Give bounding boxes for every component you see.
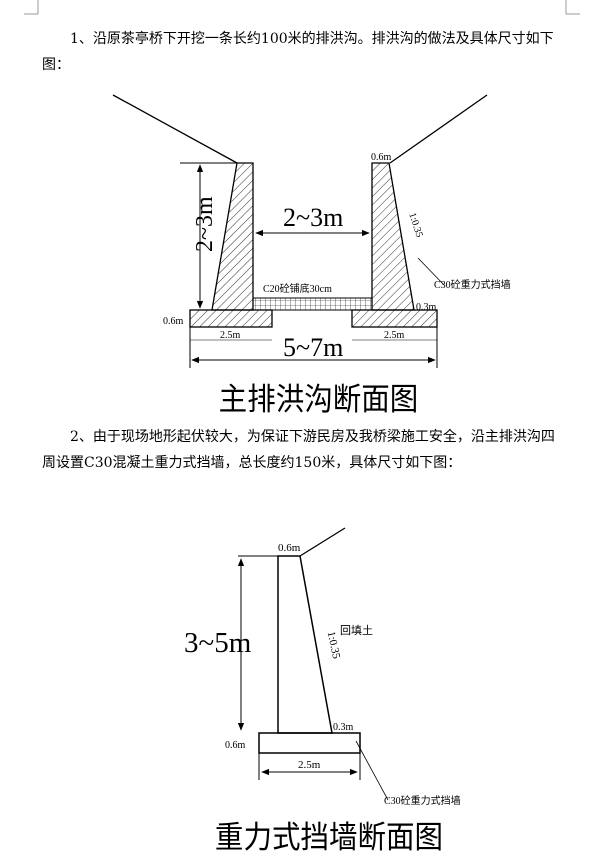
label-wall-base-width: 2.5m — [298, 759, 321, 771]
left-base — [189, 309, 273, 328]
label-wall-top-width: 0.6m — [278, 542, 301, 554]
label-wall-height: 3~5m — [184, 627, 252, 659]
figure1-title: 主排洪沟断面图 — [218, 382, 419, 418]
label-backfill: 回填土 — [340, 623, 373, 637]
label-base-thickness-right: 0.3m — [416, 302, 437, 313]
label-wall-type-2: C30砼重力式挡墙 — [384, 794, 461, 807]
label-wall-base-thickness: 0.6m — [225, 740, 246, 751]
backfill-ground-line — [299, 527, 346, 557]
figure2-title: 重力式挡墙断面图 — [214, 820, 444, 856]
label-height: 2~3m — [192, 196, 218, 252]
label-toe: 0.3m — [333, 722, 354, 733]
label-total-width: 5~7m — [283, 333, 343, 362]
label-channel-width: 2~3m — [283, 203, 343, 232]
label-top-width: 0.6m — [371, 152, 392, 163]
ground-line-right — [389, 94, 488, 164]
gravity-wall — [277, 555, 333, 734]
label-wall-type: C30砼重力式挡墙 — [434, 278, 511, 291]
label-base-left: 2.5m — [220, 330, 241, 341]
paragraph-1: 1、沿原茶亭桥下开挖一条长约100米的排洪沟。排洪沟的做法及具体尺寸如下图： — [42, 31, 554, 73]
right-base — [351, 309, 438, 328]
label-base-right: 2.5m — [384, 330, 405, 341]
wall-base — [258, 732, 361, 754]
label-base-thickness-left: 0.6m — [163, 316, 184, 327]
label-wall-slope: 1:0.35 — [325, 630, 343, 660]
bottom-layer — [252, 297, 373, 311]
ground-line-left — [112, 94, 238, 164]
paragraph-2: 2、由于现场地形起伏较大，为保证下游民房及我桥梁施工安全，沿主排洪沟四周设置C3… — [42, 429, 555, 471]
label-bottom-layer: C20砼铺底30cm — [263, 282, 332, 295]
